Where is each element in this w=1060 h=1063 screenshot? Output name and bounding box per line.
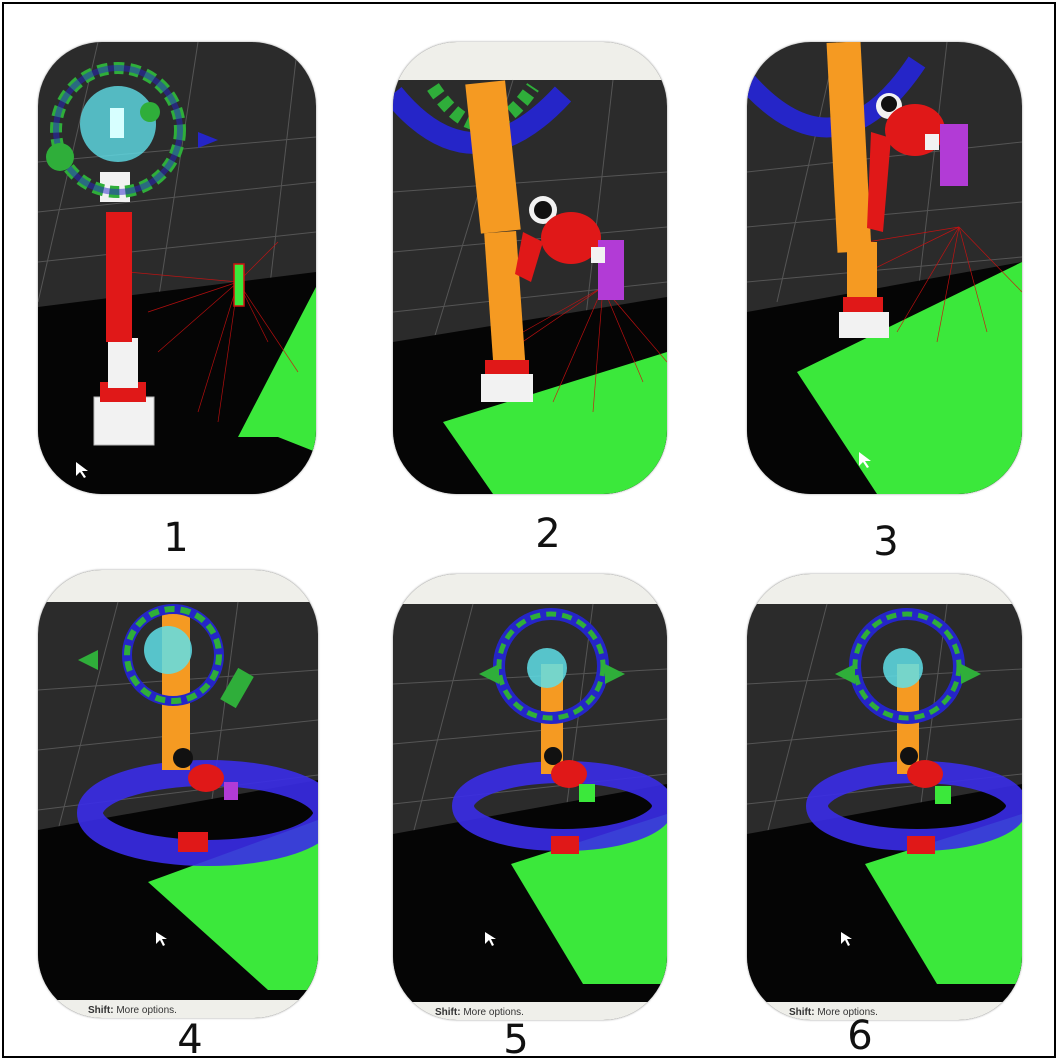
panel-2-viewport[interactable] <box>393 42 667 494</box>
robot-base <box>481 374 533 402</box>
panel-label: 6 <box>847 1013 873 1059</box>
target-object <box>233 263 245 307</box>
target-object <box>224 782 238 800</box>
robot-arm-link <box>826 42 872 253</box>
cursor-icon <box>859 452 871 468</box>
panel-6-viewport[interactable]: Shift: More options. <box>747 574 1022 1020</box>
panel-label: 3 <box>873 519 899 565</box>
marker-arrow-left <box>835 664 855 684</box>
svg-text:Shift: More options.: Shift: More options. <box>88 1005 177 1016</box>
window-titlebar <box>393 574 667 604</box>
window-titlebar <box>393 42 667 80</box>
robot-base <box>551 836 579 854</box>
marker-arrow-left <box>479 664 499 684</box>
target-object <box>935 786 951 804</box>
panel-3-viewport[interactable] <box>747 42 1022 494</box>
panel-1-viewport[interactable] <box>38 42 316 494</box>
green-table <box>443 352 667 494</box>
marker-arrow-left <box>78 650 98 670</box>
green-table <box>238 287 316 452</box>
target-object <box>940 124 968 186</box>
marker-arrow-right <box>605 664 625 684</box>
robot-arm-link <box>465 80 521 234</box>
panel-label: 2 <box>535 511 561 557</box>
svg-text:Shift: More options.: Shift: More options. <box>789 1007 878 1018</box>
svg-text:Shift: More options.: Shift: More options. <box>435 1007 524 1018</box>
green-table <box>511 814 667 984</box>
robot-base <box>839 312 889 338</box>
cursor-icon <box>76 462 88 478</box>
robot-arm-link <box>106 212 132 342</box>
marker-arrow-right <box>198 132 218 148</box>
cursor-icon <box>485 932 496 946</box>
marker-arrow-right <box>961 664 981 684</box>
cursor-icon <box>156 932 167 946</box>
gripper-sphere <box>144 626 192 674</box>
cursor-icon <box>841 932 852 946</box>
target-object <box>579 784 595 802</box>
green-table <box>797 262 1022 494</box>
green-table <box>148 820 318 990</box>
panel-label: 1 <box>163 515 189 561</box>
panel-label: 4 <box>177 1017 203 1063</box>
robot-base <box>178 832 208 852</box>
status-bar <box>38 1000 318 1018</box>
robot-base <box>93 396 155 446</box>
grid-lines <box>38 42 316 303</box>
gripper-sphere <box>883 648 923 688</box>
status-bar <box>393 1002 667 1020</box>
gripper-sphere <box>527 648 567 688</box>
green-table <box>865 814 1022 984</box>
panel-4-viewport[interactable]: Shift: More options. <box>38 570 318 1018</box>
robot-base <box>907 836 935 854</box>
panel-label: 5 <box>503 1017 529 1063</box>
panel-5-viewport[interactable]: Shift: More options. <box>393 574 667 1020</box>
status-bar <box>747 1002 1022 1020</box>
window-titlebar <box>38 570 318 602</box>
window-titlebar <box>747 574 1022 604</box>
